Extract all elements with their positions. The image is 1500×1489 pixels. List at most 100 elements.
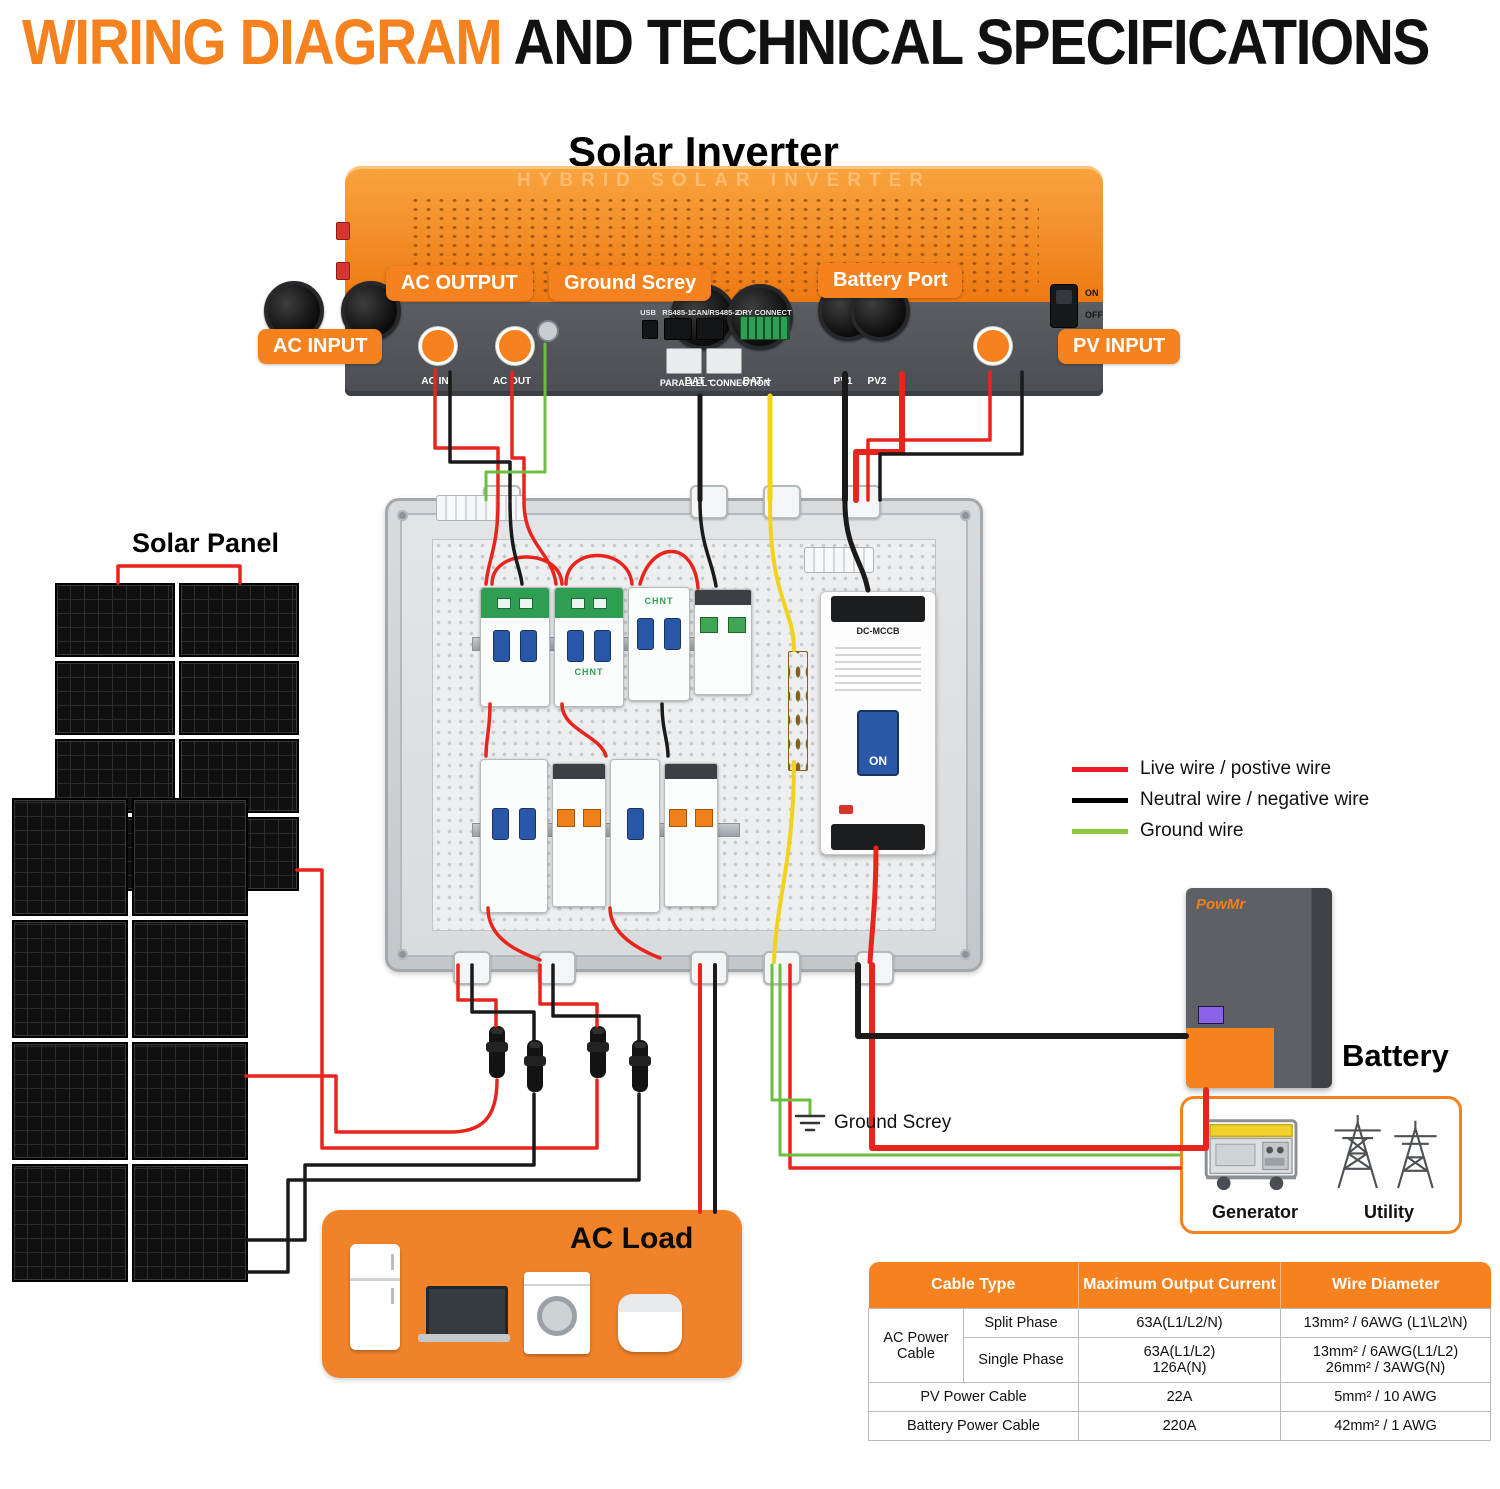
washing-machine-icon: [524, 1272, 590, 1354]
can-rs485-2-label: CAN/RS485-2: [691, 308, 739, 317]
header-cable-type: Cable Type: [868, 1262, 1079, 1309]
side-connector-icon: [336, 262, 350, 280]
table-row: PV Power Cable 22A 5mm² / 10 AWG: [867, 1382, 1492, 1412]
terminal-strip: [436, 495, 526, 521]
breaker-toggle: [493, 630, 510, 662]
solar-panel: [179, 661, 299, 735]
cell-group: Battery Power Cable: [867, 1411, 1080, 1441]
legend-item-neutral: Neutral wire / negative wire: [1072, 789, 1369, 811]
pv2-label: PV2: [867, 376, 887, 387]
surge-window: [669, 809, 687, 827]
ground-busbar: [788, 651, 808, 771]
dry-connect-terminal: [740, 316, 790, 340]
cell-diameter: 42mm² / 1 AWG: [1280, 1411, 1492, 1441]
inverter-banner-text: HYBRID SOLAR INVERTER: [517, 170, 931, 191]
usb-label: USB: [640, 308, 656, 317]
solar-panel-label: Solar Panel: [132, 528, 280, 558]
page-title-rest: AND TECHNICAL SPECIFICATIONS: [501, 7, 1431, 79]
solar-panel: [12, 1042, 128, 1160]
screw-icon: [397, 510, 408, 521]
cell-group: PV Power Cable: [867, 1382, 1080, 1412]
rs485-1-label: RS485-1: [662, 308, 692, 317]
solar-panel: [132, 1042, 248, 1160]
rs485-port: [664, 318, 692, 340]
parallel-port-1: [666, 348, 702, 374]
circuit-breaker: CHNT: [554, 587, 624, 707]
battery-display-icon: [1198, 1006, 1224, 1024]
cell-current: 220A: [1078, 1411, 1282, 1441]
cell-diameter: 5mm² / 10 AWG: [1280, 1382, 1492, 1412]
breaker-brand-label: CHNT: [574, 667, 604, 677]
ac-in-label: AC IN: [421, 376, 449, 387]
spec-table-header-row: Cable Type Maximum Output Current Wire D…: [868, 1262, 1491, 1309]
surge-protector: [694, 589, 752, 695]
legend-item-ground: Ground wire: [1072, 820, 1369, 842]
cell-current: 63A(L1/L2/N): [1078, 1308, 1282, 1338]
table-row: Single Phase 63A(L1/L2) 126A(N) 13mm² / …: [869, 1337, 1492, 1383]
callout-pv-input: PV INPUT: [1058, 329, 1181, 364]
solar-panel: [132, 920, 248, 1038]
ac-load-label: AC Load: [570, 1222, 694, 1255]
cable-gland: [856, 951, 894, 985]
switch-off-label: OFF: [1085, 310, 1103, 320]
callout-battery-port: Battery Port: [818, 263, 963, 298]
generator-label: Generator: [1211, 1202, 1299, 1222]
legend-label: Neutral wire / negative wire: [1140, 789, 1370, 810]
cell-current: 63A(L1/L2) 126A(N): [1078, 1337, 1282, 1383]
utility-towers-icon: [1334, 1115, 1437, 1189]
page-title: WIRING DIAGRAM AND TECHNICAL SPECIFICATI…: [22, 6, 1431, 80]
breaker-toggle: [626, 808, 644, 840]
table-row: Battery Power Cable 220A 42mm² / 1 AWG: [867, 1411, 1492, 1441]
mccb-label: DC-MCCB: [856, 626, 900, 636]
cell-sub: Single Phase: [962, 1337, 1080, 1383]
circuit-breaker: [610, 759, 660, 913]
ground-symbol-icon: [794, 1114, 826, 1132]
side-connector-icon: [336, 222, 350, 240]
battery-brand-label: PowMr: [1196, 896, 1246, 913]
mccb-spec-text: [835, 642, 921, 696]
cable-gland: [690, 951, 728, 985]
solar-panel: [12, 798, 128, 916]
header-wire-diameter: Wire Diameter: [1280, 1262, 1491, 1309]
ground-screw-bottom-label: Ground Screy: [834, 1112, 952, 1133]
breaker-toggle: [664, 618, 681, 650]
mccb-terminal: [831, 596, 925, 622]
solar-panel: [55, 583, 175, 657]
breaker-top-band: [555, 588, 623, 618]
solar-panel: [132, 1164, 248, 1282]
cell-sub: Split Phase: [962, 1308, 1080, 1338]
fridge-icon: [350, 1244, 400, 1350]
mc4-connector-icon: [587, 1026, 609, 1078]
screw-icon: [960, 949, 971, 960]
ac-load-box: AC Load: [322, 1210, 742, 1378]
breaker-toggle: [520, 630, 537, 662]
solar-panel: [55, 661, 175, 735]
mc4-connector-icon: [524, 1040, 546, 1092]
breaker-toggle: [519, 808, 536, 840]
bat-plus-label: BAT +: [742, 376, 772, 387]
mccb-terminal: [831, 824, 925, 850]
surge-protector: [664, 763, 718, 907]
ground-screw-icon: [537, 320, 559, 342]
battery-label: Battery: [1342, 1038, 1449, 1073]
battery-unit: PowMr: [1186, 888, 1332, 1088]
pv-combiner-box: CHNT CHNT DC-MCCB ON: [385, 485, 983, 985]
cable-gland: [843, 485, 881, 519]
mc4-connector-icon: [629, 1040, 651, 1092]
mccb-on-toggle: ON: [857, 710, 899, 776]
can-rs485-port: [696, 318, 724, 340]
surge-protector: [552, 763, 606, 907]
callout-ac-input: AC INPUT: [258, 329, 383, 364]
usb-port: [642, 320, 658, 339]
circuit-breaker: [480, 587, 550, 707]
surge-window: [728, 617, 746, 633]
dc-mccb-breaker: DC-MCCB ON: [820, 591, 936, 855]
cable-gland: [453, 951, 491, 985]
screw-icon: [397, 949, 408, 960]
pv1-highlight-dot-icon: [974, 327, 1012, 365]
solar-panel: [132, 798, 248, 916]
utility-label: Utility: [1363, 1202, 1414, 1222]
wire-legend: Live wire / postive wire Neutral wire / …: [1072, 758, 1369, 851]
dry-connect-label: DRY CONNECT: [737, 308, 792, 317]
